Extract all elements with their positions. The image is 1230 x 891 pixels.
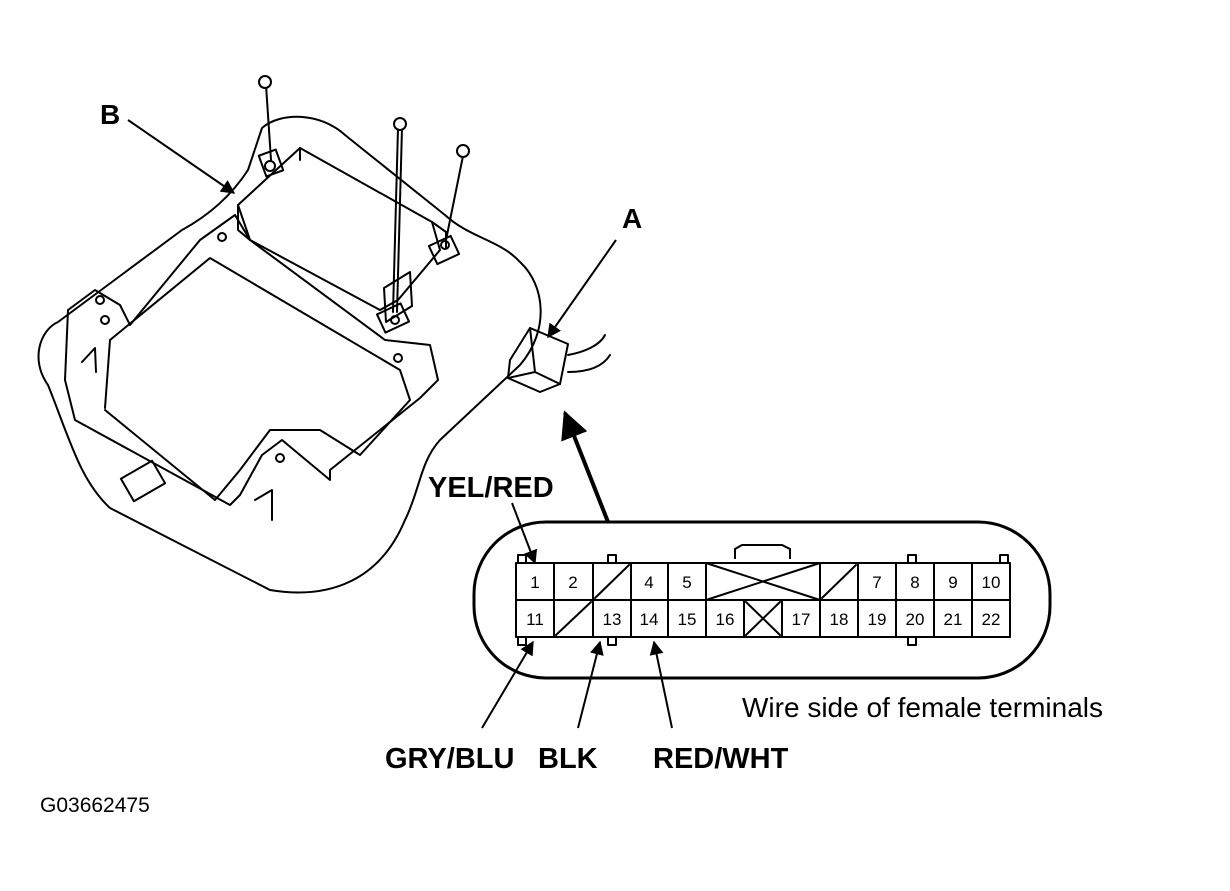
pin-4: 4: [644, 573, 653, 592]
connector-latch: [734, 544, 791, 559]
callout-a: A: [622, 203, 642, 234]
pin-1: 1: [530, 573, 539, 592]
pin-14: 14: [640, 610, 659, 629]
blk-leader: [577, 640, 604, 729]
wire-label-red-wht: RED/WHT: [653, 743, 789, 775]
pin-15: 15: [678, 610, 697, 629]
pin-7: 7: [872, 573, 881, 592]
callout-b-leader: [127, 119, 236, 194]
pin-20: 20: [906, 610, 925, 629]
wire-label-gry-blu: GRY/BLU: [385, 743, 514, 775]
pin-2: 2: [568, 573, 577, 592]
wire-label-blk: BLK: [538, 743, 598, 775]
pin-13: 13: [603, 610, 622, 629]
gry-blu-leader: [481, 640, 534, 729]
connector-caption: Wire side of female terminals: [742, 692, 1103, 723]
red-wht-leader: [649, 640, 673, 729]
figure-id: G03662475: [40, 794, 150, 817]
pin-10: 10: [982, 573, 1001, 592]
pin-9: 9: [948, 573, 957, 592]
pin-22: 22: [982, 610, 1001, 629]
pin-11: 11: [526, 610, 544, 629]
control-unit-assembly: [37, 115, 542, 594]
pin-21: 21: [944, 610, 963, 629]
callout-a-leader: [547, 239, 617, 339]
pin-8: 8: [910, 573, 919, 592]
yel-red-leader: [511, 502, 538, 565]
connector-a-part: [507, 327, 611, 393]
connector-outline: [472, 520, 1052, 680]
pin-17: 17: [792, 610, 811, 629]
mounting-screws: [258, 75, 470, 313]
callout-b: B: [100, 99, 120, 130]
pin-19: 19: [868, 610, 887, 629]
connector-link-arrow: [561, 410, 610, 523]
wire-label-yel-red: YEL/RED: [428, 472, 554, 504]
connector-face-view: 1 2 4 5 7 8 9 10 11 13 14 15 16 17 18 19…: [472, 520, 1052, 680]
pin-18: 18: [830, 610, 849, 629]
pin-5: 5: [682, 573, 691, 592]
pin-16: 16: [716, 610, 735, 629]
